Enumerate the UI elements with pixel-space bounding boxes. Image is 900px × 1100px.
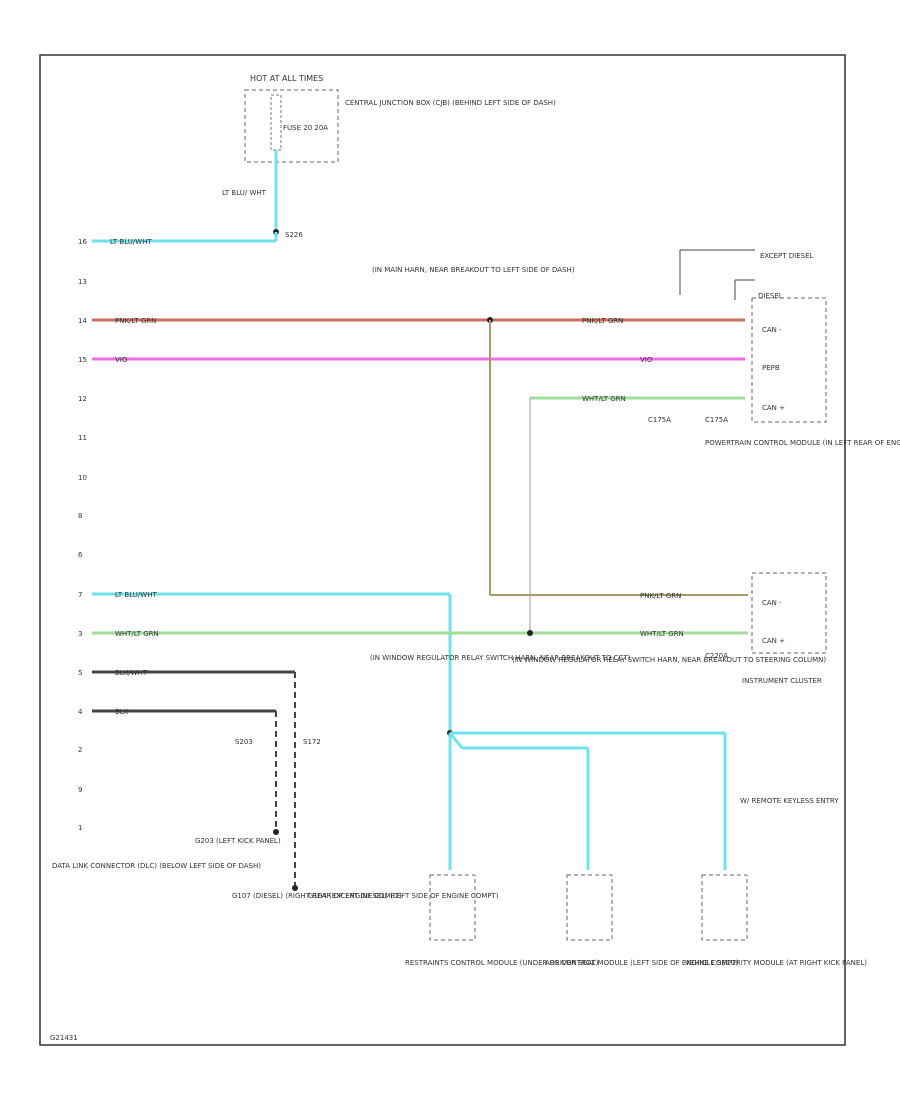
ic-can-plus: CAN + [762,637,785,645]
dlc-pin-14-wire: 14 PNK/LT GRN PNK/LT GRN [78,317,745,325]
pin-3: 3 [78,630,82,638]
s203-label: S203 [235,738,253,746]
pcm-dashed-box [751,297,827,423]
ic-label: INSTRUMENT CLUSTER [742,677,822,685]
central-junction-box: HOT AT ALL TIMES FUSE 20 20A CENTRAL JUN… [244,74,556,163]
keyless-label: W/ REMOTE KEYLESS ENTRY [740,797,839,805]
fuse-feed-wire: LT BLU/ WHT S226 [222,150,303,239]
pin15-wire-label-right: VIO [640,356,653,364]
ic-can-minus: CAN - [762,599,782,607]
pin-11: 11 [78,434,87,442]
pin14-wire-label-right: PNK/LT GRN [582,317,623,325]
pin-12: 12 [78,395,87,403]
ic-connector: C220A [705,652,728,660]
ic-can-minus-wire-label: PNK/LT GRN [640,592,681,600]
dlc-pin-7-wire: 7 LT BLU/WHT [78,591,452,733]
pin7-wire-label: LT BLU/WHT [115,591,157,599]
except-diesel-label: EXCEPT DIESEL [760,252,813,260]
pin-2: 2 [78,746,82,754]
g-ground-dot [292,885,298,891]
pin3-splice-dot [527,630,533,636]
diesel-label: DIESEL [758,292,783,300]
abs-dashed-box [566,874,613,941]
pcm-can-minus: CAN - [762,326,782,334]
pin-13: 13 [78,278,87,286]
fuse-label: FUSE 20 20A [283,124,328,132]
dlc-pin-4-wire: 4 BLK [78,708,298,891]
pin16-wire-label: LT BLU/WHT [110,238,152,246]
hot-label: HOT AT ALL TIMES [250,74,323,83]
cjb-dashed-box [244,89,339,163]
abs-control-module: ABS CONTROL MODULE (LEFT SIDE OF ENGINE … [545,874,739,967]
pin-16: 16 [78,238,87,246]
rcm-label: RESTRAINTS CONTROL MODULE (UNDER DRIVER … [405,959,599,967]
fuse-element [270,94,282,151]
pin15-wire-label: VIO [115,356,128,364]
pcm-variant-labels: EXCEPT DIESEL DIESEL [679,249,813,300]
pin3-wire-label: WHT/LT GRN [115,630,159,638]
dlc-pin-16-wire: 16 LT BLU/WHT [78,232,278,246]
dlc-label: DATA LINK CONNECTOR (DLC) (BELOW LEFT SI… [52,862,261,870]
c175a-right: C175A [705,416,728,424]
pin-7: 7 [78,591,82,599]
pin-1: 1 [78,824,82,832]
pin-15: 15 [78,356,87,364]
pin-9: 9 [78,786,82,794]
pcm-pepb: PEPB [762,364,780,372]
module-can-branch: W/ REMOTE KEYLESS ENTRY [447,730,839,870]
dlc-pin-5-wire: 5 BLK/WHT [78,669,296,888]
vehicle-security-module: VEHICLE SECURITY MODULE (AT RIGHT KICK P… [685,874,867,967]
pin-5: 5 [78,669,82,677]
c175a-left: C175A [648,416,671,424]
g203-ground-dot [273,829,279,835]
diagram-frame [39,54,846,1046]
pin-10: 10 [78,474,87,482]
dlc-pin-3-wire: 3 WHT/LT GRN WHT/LT GRN [78,630,748,638]
pcm-can-plus-wire: 12 WHT/LT GRN C175A C175A [78,395,745,633]
footer-code: G21431 [50,1034,78,1042]
pcm-label: POWERTRAIN CONTROL MODULE (IN LEFT REAR … [705,439,900,447]
g203-label: G203 (LEFT KICK PANEL) [195,837,281,845]
restraints-control-module: RESTRAINTS CONTROL MODULE (UNDER DRIVER … [405,874,599,967]
window-splice-label: (IN WINDOW REGULATOR RELAY SWITCH HARN, … [512,656,826,664]
g104-label: G104 (EXCEPT DIESEL) (LEFT SIDE OF ENGIN… [308,892,499,900]
ic-dashed-box [751,572,827,654]
pin3-wire-label-right: WHT/LT GRN [640,630,684,638]
cjb-label: CENTRAL JUNCTION BOX (CJB) (BEHIND LEFT … [345,99,556,107]
rcm-dashed-box [429,874,476,941]
powertrain-control-module: CAN - PEPB CAN + POWERTRAIN CONTROL MODU… [705,297,900,447]
pin14-wire-label: PNK/LT GRN [115,317,156,325]
pcm-can-plus: CAN + [762,404,785,412]
pin-4: 4 [78,708,83,716]
pin-14: 14 [78,317,87,325]
lt-blu-wht-short-label: LT BLU/ WHT [222,189,267,197]
vsm-label: VEHICLE SECURITY MODULE (AT RIGHT KICK P… [685,959,867,967]
ic-can-minus-wire: PNK/LT GRN [489,320,748,600]
s172-label: S172 [303,738,321,746]
instrument-cluster: CAN - CAN + C220A INSTRUMENT CLUSTER [705,572,827,685]
pin4-wire-label: BLK [115,708,129,716]
pcm-can-plus-wire-label: WHT/LT GRN [582,395,626,403]
pin-8: 8 [78,512,82,520]
dash-harness-splice-label: (IN MAIN HARN, NEAR BREAKOUT TO LEFT SID… [372,266,575,274]
pin-6: 6 [78,551,83,559]
s226-label: S226 [285,231,303,239]
vsm-dashed-box [701,874,748,941]
g107-label: G107 (DIESEL) (RIGHT REAR OF ENGINE COMP… [232,892,402,900]
pin5-wire-label: BLK/WHT [115,669,148,677]
abs-label: ABS CONTROL MODULE (LEFT SIDE OF ENGINE … [545,959,739,967]
dlc-pin-15-wire: 15 VIO VIO [78,356,745,364]
relay-switch-splice-label: (IN WINDOW REGULATOR RELAY SWITCH HARN, … [370,654,631,662]
